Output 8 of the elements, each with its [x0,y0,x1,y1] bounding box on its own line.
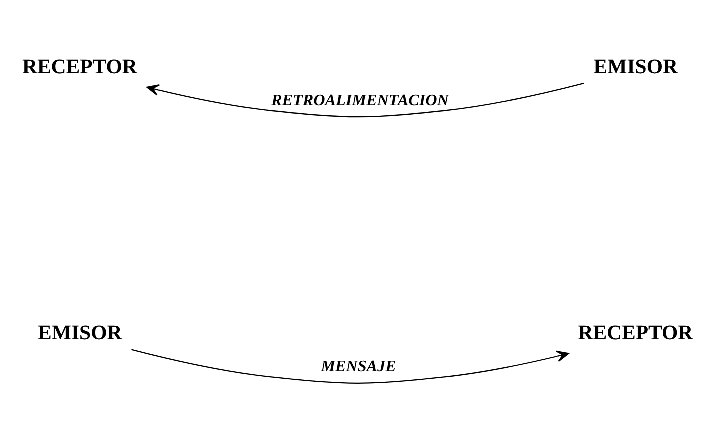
edge-label: RETROALIMENTACION [272,92,449,110]
node-text: EMISOR [38,322,122,345]
edge-label: MENSAJE [321,358,396,376]
node-text: RECEPTOR [22,56,138,78]
node-text: RECEPTOR [578,322,694,345]
node-text: EMISOR [594,56,678,78]
arrow [132,349,570,384]
arrow [146,82,584,118]
